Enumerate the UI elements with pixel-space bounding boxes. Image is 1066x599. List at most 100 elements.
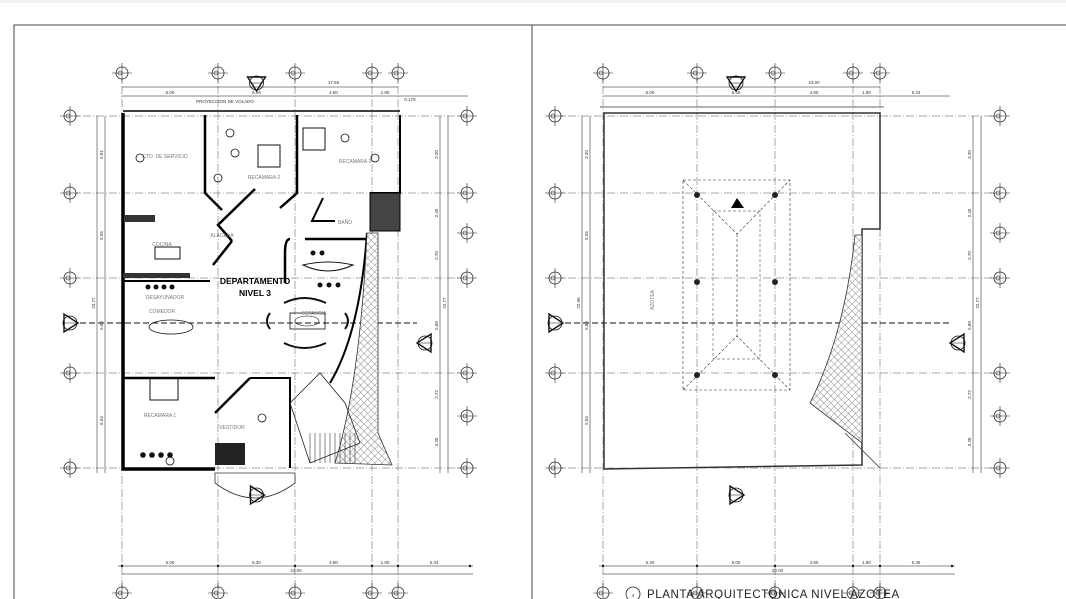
grid-bubble xyxy=(60,183,80,203)
bench-seat xyxy=(149,452,155,458)
grid-bubble xyxy=(457,406,477,426)
dimension-text: 6.04 xyxy=(99,416,104,425)
dimension-tick xyxy=(878,564,882,568)
grid-bubble-mark xyxy=(550,113,556,119)
dimension-tick xyxy=(773,564,777,568)
dimension-text: 5.55 xyxy=(99,231,104,240)
bar-stool xyxy=(310,250,316,256)
grid-bubble xyxy=(60,106,80,126)
bedroom2-wall xyxy=(203,115,223,211)
room-label-closet: VESTIDOR xyxy=(219,425,245,431)
room-label-bedroom-2: RECAMARA 2 xyxy=(248,175,280,181)
grid-bubble xyxy=(990,183,1010,203)
room-label-kitchen: COCINA xyxy=(152,242,172,248)
grid-bubble xyxy=(843,63,863,83)
grid-bubble-mark xyxy=(213,590,219,596)
grid-bubble-mark xyxy=(848,70,854,76)
grid-bubble-mark xyxy=(393,70,399,76)
grid-bubble-mark xyxy=(692,590,698,596)
level-label: NIVEL 3 xyxy=(239,288,271,298)
dimension-text: 22.77 xyxy=(442,297,447,309)
grid-bubble-mark xyxy=(462,230,468,236)
chair xyxy=(257,413,267,423)
dimension-text: 5.89 xyxy=(434,321,439,330)
chair xyxy=(213,173,223,183)
grid-bubble xyxy=(990,458,1010,478)
dimension-text: 23.00 xyxy=(772,568,784,573)
grid-bubble xyxy=(208,583,228,599)
grid-bubble-mark xyxy=(462,413,468,419)
grid-bubble-mark xyxy=(875,70,881,76)
grid-bubble xyxy=(457,363,477,383)
grid-bubble xyxy=(765,583,785,599)
grid-bubble xyxy=(870,63,890,83)
title-number: 4 xyxy=(632,593,635,598)
section-marker xyxy=(415,332,433,354)
chair xyxy=(225,128,235,138)
dimension-text: 6.20 xyxy=(646,560,655,565)
pantry-wall xyxy=(216,188,256,242)
room-label-dining: COMEDOR xyxy=(149,309,176,315)
grid-bubble-mark xyxy=(995,275,1001,281)
grid-bubble-mark xyxy=(117,590,123,596)
planter-hatch xyxy=(334,232,393,466)
grid-bubble-mark xyxy=(290,590,296,596)
dimension-tick xyxy=(216,564,220,568)
grid-bubble-mark xyxy=(770,70,776,76)
grid-bubble-mark xyxy=(995,190,1001,196)
grid-bubble-mark xyxy=(117,70,123,76)
dimension-text: 23.77 xyxy=(91,297,96,309)
bed-3 xyxy=(302,127,326,151)
dimension-text: 5.34 xyxy=(912,90,921,95)
dimension-text: 6.00 xyxy=(166,560,175,565)
grid-bubble xyxy=(457,268,477,288)
breakfast-stool xyxy=(169,284,175,290)
planter-edge xyxy=(844,432,881,469)
bar-stool xyxy=(335,282,341,288)
grid-bubble-mark xyxy=(875,590,881,596)
bar-stool xyxy=(319,250,325,256)
dimension-text: 5.89 xyxy=(967,321,972,330)
coffee-table xyxy=(289,312,326,330)
grid-bubble-mark xyxy=(462,190,468,196)
dimension-text: 23.00 xyxy=(290,568,302,573)
grid-bubble xyxy=(285,63,305,83)
hip-roof-outline xyxy=(682,179,791,391)
dimension-tick xyxy=(370,564,374,568)
bench-seat xyxy=(158,452,164,458)
grid-bubble-mark xyxy=(550,275,556,281)
dimension-text: 1.80 xyxy=(862,90,871,95)
room-label-bedroom-3: RECAMARA 3 xyxy=(339,159,371,165)
section-marker xyxy=(246,75,267,93)
dimension-text: 5.95 xyxy=(252,90,261,95)
grid-bubble xyxy=(457,223,477,243)
dimension-text: 4.80 xyxy=(329,90,338,95)
hip-roof-ridges xyxy=(682,179,791,391)
grid-bubble-mark xyxy=(213,70,219,76)
grid-bubble xyxy=(457,106,477,126)
kitchen-counter xyxy=(123,273,190,278)
dimension-text: 5.89 xyxy=(99,321,104,330)
grid-bubble-mark xyxy=(995,370,1001,376)
balcony xyxy=(214,472,296,499)
grid-bubble-mark xyxy=(393,590,399,596)
dimension-text: 3.30 xyxy=(967,437,972,446)
dimension-tick xyxy=(293,564,297,568)
sofas xyxy=(266,297,349,349)
grid-bubble-mark xyxy=(65,113,71,119)
dimension-text: 23.00 xyxy=(808,80,820,85)
dimension-text: 4.80 xyxy=(810,90,819,95)
grid-bubble-mark xyxy=(770,590,776,596)
chair xyxy=(340,133,350,143)
grid-bubble-mark xyxy=(65,465,71,471)
dimension-text: 5.89 xyxy=(584,321,589,330)
grid-bubble xyxy=(60,268,80,288)
dimension-text: 5.50 xyxy=(732,90,741,95)
dimension-tick xyxy=(851,564,855,568)
bed-1 xyxy=(149,377,179,401)
grid-bubble-mark xyxy=(65,370,71,376)
dimension-text: 5.04 xyxy=(584,416,589,425)
dimension-tick xyxy=(950,564,954,568)
